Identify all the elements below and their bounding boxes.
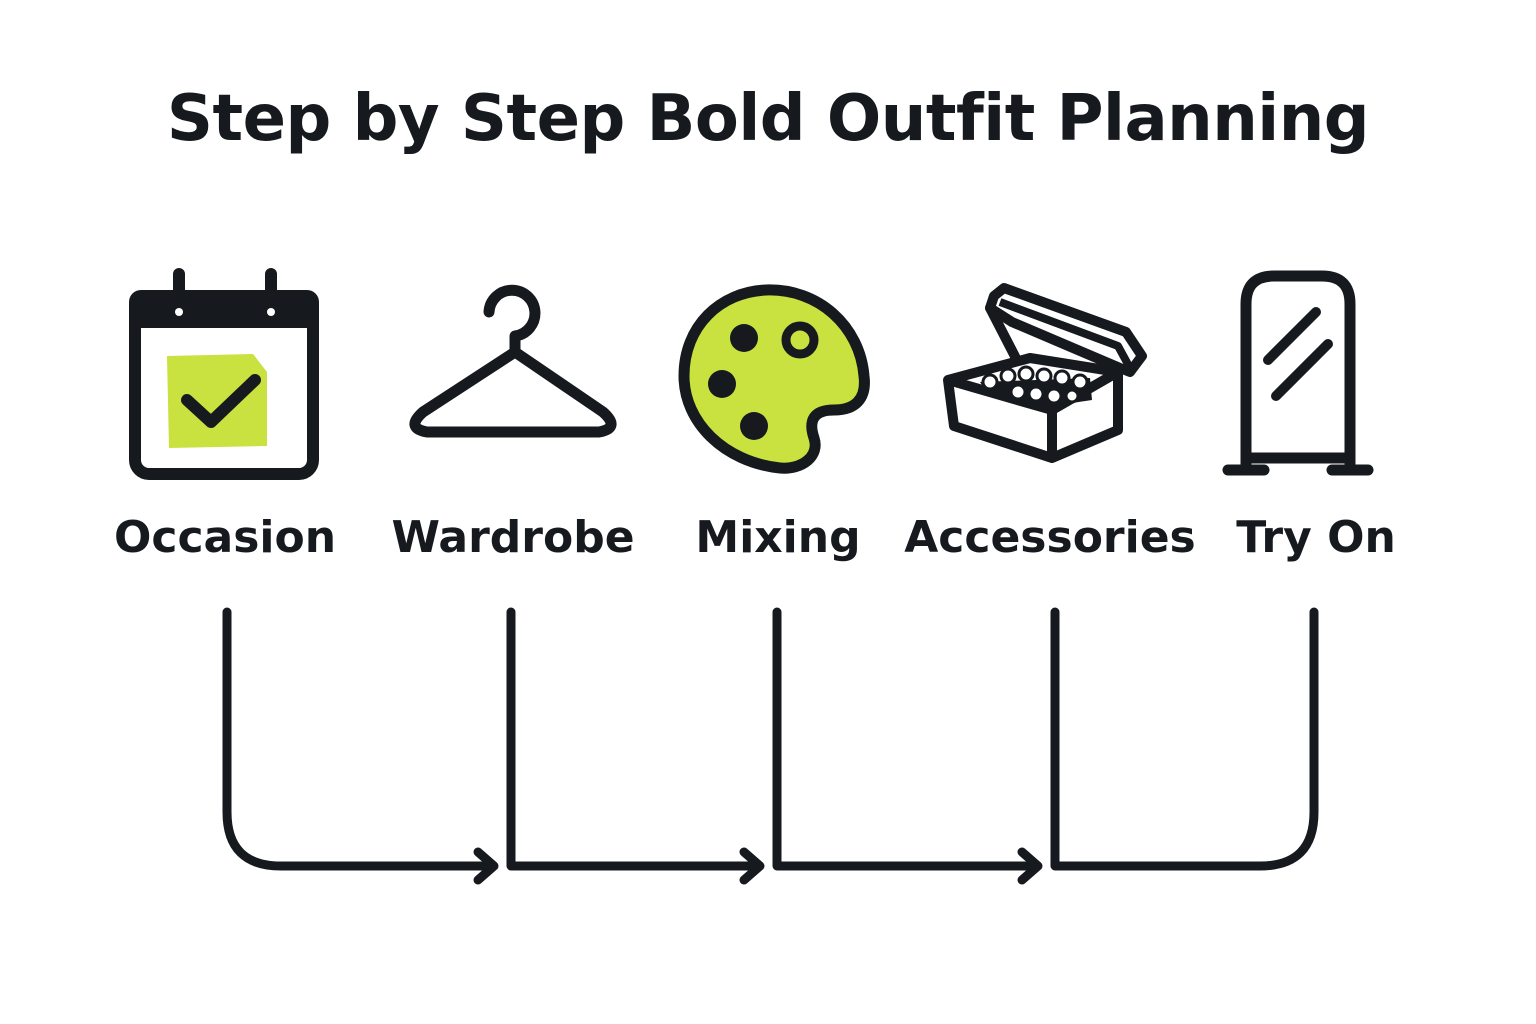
connector-wardrobe-to-mixing xyxy=(506,607,761,871)
step-label: Accessories xyxy=(904,512,1196,563)
clothes-hanger-icon xyxy=(409,284,617,438)
arrow-head xyxy=(739,847,765,885)
step-try-on: Try On xyxy=(1166,260,1466,563)
standing-mirror-icon xyxy=(1222,270,1374,476)
connector-mixing-to-accessories xyxy=(772,607,1039,871)
step-label: Mixing xyxy=(695,512,861,563)
arrow-head xyxy=(473,847,499,885)
paint-palette-icon xyxy=(678,284,870,474)
step-label: Occasion xyxy=(113,512,337,563)
step-accessories: Accessories xyxy=(900,260,1200,563)
arrow-head xyxy=(1017,847,1043,885)
connector-accessories-to-try-on xyxy=(1050,607,1319,871)
step-label: Wardrobe xyxy=(391,512,635,563)
step-mixing: Mixing xyxy=(628,260,928,563)
open-jewelry-box-icon xyxy=(943,283,1147,463)
connector-occasion-to-wardrobe xyxy=(222,607,495,871)
diagram-title: Step by Step Bold Outfit Planning xyxy=(166,82,1370,156)
calendar-check-icon xyxy=(129,268,319,480)
step-wardrobe: Wardrobe xyxy=(363,260,663,563)
step-label: Try On xyxy=(1236,512,1396,563)
step-occasion: Occasion xyxy=(75,260,375,563)
